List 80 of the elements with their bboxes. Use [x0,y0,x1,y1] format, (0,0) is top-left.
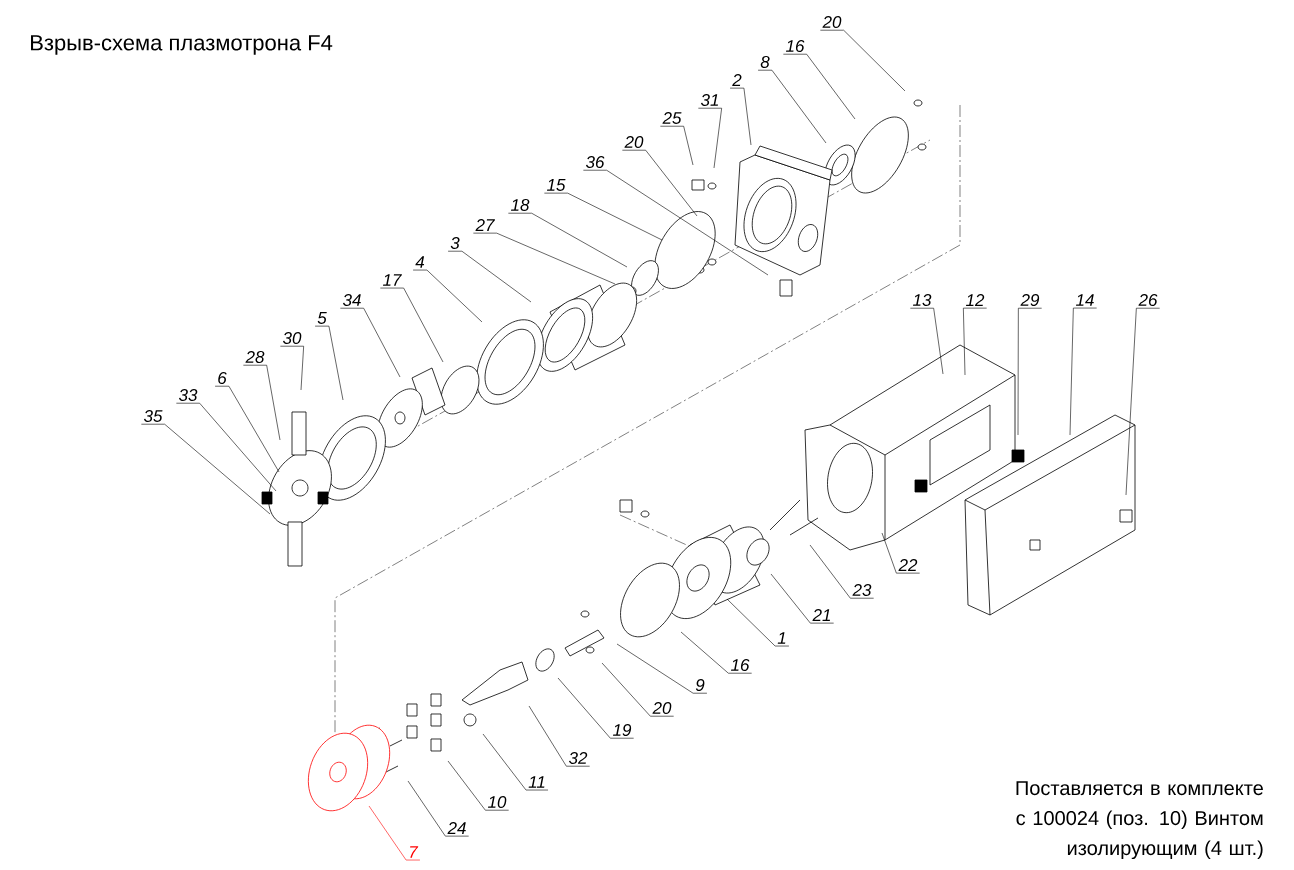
leader-line [508,212,628,268]
leader-line [583,169,769,276]
callout-number: 20 [624,136,644,148]
leader-line [528,705,590,767]
callout-number: 36 [585,156,605,168]
leader-line [1017,307,1042,436]
callout-number: 5 [317,312,327,324]
callout-number: 26 [1138,294,1158,306]
callout-number: 21 [812,609,830,621]
callout-number: 4 [415,256,425,268]
callout-number: 32 [568,752,588,764]
callout-number: 28 [245,351,265,363]
callout-number: 17 [383,274,402,286]
diagram-title: Взрыв-схема плазмотрона F4 [31,35,333,55]
callout-number: 20 [652,702,672,714]
callout-number: 3 [450,237,460,249]
callout-number: 15 [547,179,566,191]
callout-number: 2 [732,74,742,86]
leader-line [407,780,469,837]
leader-line [368,805,421,861]
callout-number: 1 [777,632,786,644]
leader-line [447,250,532,303]
callout-number: 12 [966,294,985,306]
leader-line [1125,307,1160,496]
callout-number: 24 [447,822,466,834]
callout-number: 25 [662,112,682,124]
callout-number: 16 [786,40,805,52]
leader-line [820,29,906,92]
leader-line [616,643,708,694]
callout-number: 7 [410,846,419,858]
leader-line [380,287,444,363]
leader-line [412,269,483,323]
callout-number: 11 [528,776,545,788]
callout-number: 27 [475,219,495,231]
callout-number: 31 [700,94,718,106]
leader-line [176,402,277,492]
callout-number: 19 [613,724,632,736]
leader-line [622,149,698,217]
leader-line [783,53,856,120]
callout-number: 18 [511,199,530,211]
leader-line [243,364,281,441]
leader-line [910,307,944,375]
leader-line [544,192,663,241]
leader-line [770,573,834,624]
leader-line [557,677,634,739]
leader-line [660,125,694,166]
callout-number: 29 [1020,294,1040,306]
leader-line [447,760,509,811]
callout-number: 34 [342,294,361,306]
callout-number: 8 [760,56,770,68]
callout-number: 30 [282,332,302,344]
callout-number: 6 [218,372,227,384]
callout-number: 10 [488,796,507,808]
leader-line [680,631,752,674]
leader-line [698,107,722,169]
leader-line [809,544,874,599]
leader-line [141,423,271,515]
leader-line [314,325,344,401]
callout-number: 35 [143,410,163,422]
leader-line [214,385,280,473]
leader-line [473,232,616,285]
callout-number: 20 [822,16,842,28]
callout-number: 22 [898,559,918,571]
leader-line [482,733,549,791]
leader-line [729,87,752,146]
leader-line [1069,307,1097,436]
leader-line [280,345,304,391]
leader-line [726,598,790,647]
callout-number: 13 [913,294,932,306]
callout-number: 23 [852,584,872,596]
callout-number: 16 [731,659,750,671]
callout-number: 9 [695,679,705,691]
leader-line [881,532,920,574]
callout-number: 33 [178,389,198,401]
leader-line [601,662,674,717]
leader-line [340,307,401,378]
note-text: Поставляется в комплекте с 100024 (поз. 10) Винтом изолирующим (4 шт.) [1016,781,1263,860]
leader-line [757,69,827,144]
callout-number: 14 [1076,294,1094,306]
leader-line [963,307,987,376]
